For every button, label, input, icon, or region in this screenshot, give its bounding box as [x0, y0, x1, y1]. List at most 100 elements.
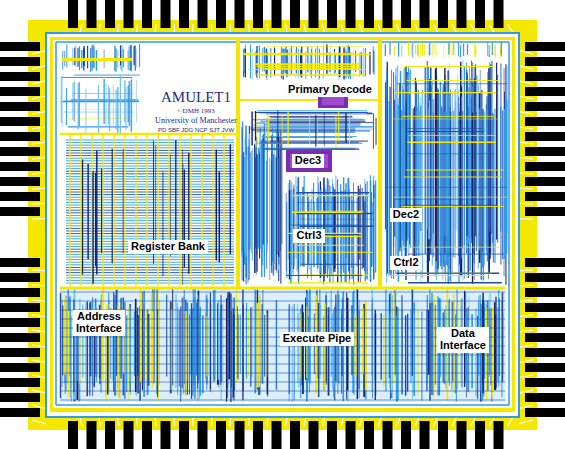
bit-line [66, 225, 234, 226]
wire [155, 145, 156, 250]
wire [87, 46, 88, 69]
lead-gap [519, 284, 533, 286]
pin [525, 177, 565, 186]
wire [205, 312, 206, 378]
wire [257, 110, 367, 111]
wire [408, 282, 502, 283]
wire [430, 68, 431, 255]
wire [365, 184, 366, 281]
wire [420, 44, 421, 57]
wire [474, 43, 475, 57]
wire [74, 81, 75, 122]
pla-block [290, 154, 328, 168]
wire [276, 300, 278, 390]
wire [265, 113, 367, 114]
wire [98, 85, 99, 133]
wire [92, 172, 93, 284]
pin [235, 421, 245, 449]
die-marking: University of Manchester [155, 117, 237, 125]
wire [333, 310, 334, 398]
pin [494, 0, 504, 28]
wire [244, 54, 371, 55]
wire [194, 298, 196, 390]
wire [131, 45, 132, 72]
lead-gap [519, 360, 533, 362]
wire [296, 192, 369, 193]
wire [143, 304, 144, 383]
bus [60, 355, 505, 356]
bit-line [66, 215, 234, 216]
word-line [168, 135, 169, 286]
wire [418, 90, 419, 269]
lead-gap [32, 405, 46, 408]
wire [108, 85, 109, 124]
wire [258, 155, 259, 248]
pin [124, 421, 134, 449]
pin [0, 258, 40, 267]
wire [349, 113, 350, 144]
wire [445, 75, 446, 281]
pin [235, 0, 245, 28]
wire [253, 119, 365, 120]
wire [337, 179, 338, 277]
wire [375, 180, 376, 272]
wire [427, 295, 428, 381]
wire [486, 308, 487, 400]
wire [281, 138, 282, 244]
wire [130, 45, 131, 71]
word-line [190, 135, 191, 286]
wire [246, 312, 247, 379]
pin [68, 421, 78, 449]
wire [270, 113, 351, 114]
lead-gap [32, 420, 46, 424]
wire [256, 66, 360, 67]
wire [78, 83, 79, 129]
wire [286, 193, 287, 271]
wire [135, 49, 136, 68]
wire [73, 93, 133, 94]
wire [276, 129, 277, 273]
pin [525, 258, 565, 267]
wire [412, 289, 414, 376]
wire [216, 150, 217, 261]
wire [443, 84, 444, 262]
wire [408, 254, 504, 255]
bit-line [66, 155, 234, 156]
block-label: Ctrl3 [293, 229, 324, 243]
pin [216, 0, 226, 28]
wire [452, 91, 453, 272]
power-rail [60, 287, 505, 290]
wire [433, 112, 434, 256]
lead-gap [32, 315, 46, 317]
wire [501, 42, 502, 54]
wire [263, 68, 360, 69]
wire [66, 88, 67, 125]
pin [0, 147, 40, 156]
bus [60, 310, 505, 311]
bus [60, 382, 505, 383]
pin [383, 0, 393, 28]
pin [142, 0, 152, 28]
wire [444, 111, 445, 236]
wire [464, 82, 465, 279]
bit-line [66, 158, 234, 159]
wire [258, 301, 260, 387]
wire [265, 119, 266, 141]
wire [242, 128, 243, 251]
wire [432, 44, 433, 57]
lead-gap [519, 112, 533, 114]
pin [438, 421, 448, 449]
bit-line [66, 153, 234, 154]
pin [475, 0, 485, 28]
wire [275, 155, 276, 270]
wire [453, 111, 454, 257]
pin [525, 147, 565, 156]
bit-line [66, 199, 234, 200]
block-label: Address Interface [73, 310, 125, 335]
lead-gap [32, 300, 46, 301]
pin [0, 72, 40, 81]
pin [346, 0, 356, 28]
lead-gap [519, 173, 533, 174]
pin [0, 117, 40, 126]
